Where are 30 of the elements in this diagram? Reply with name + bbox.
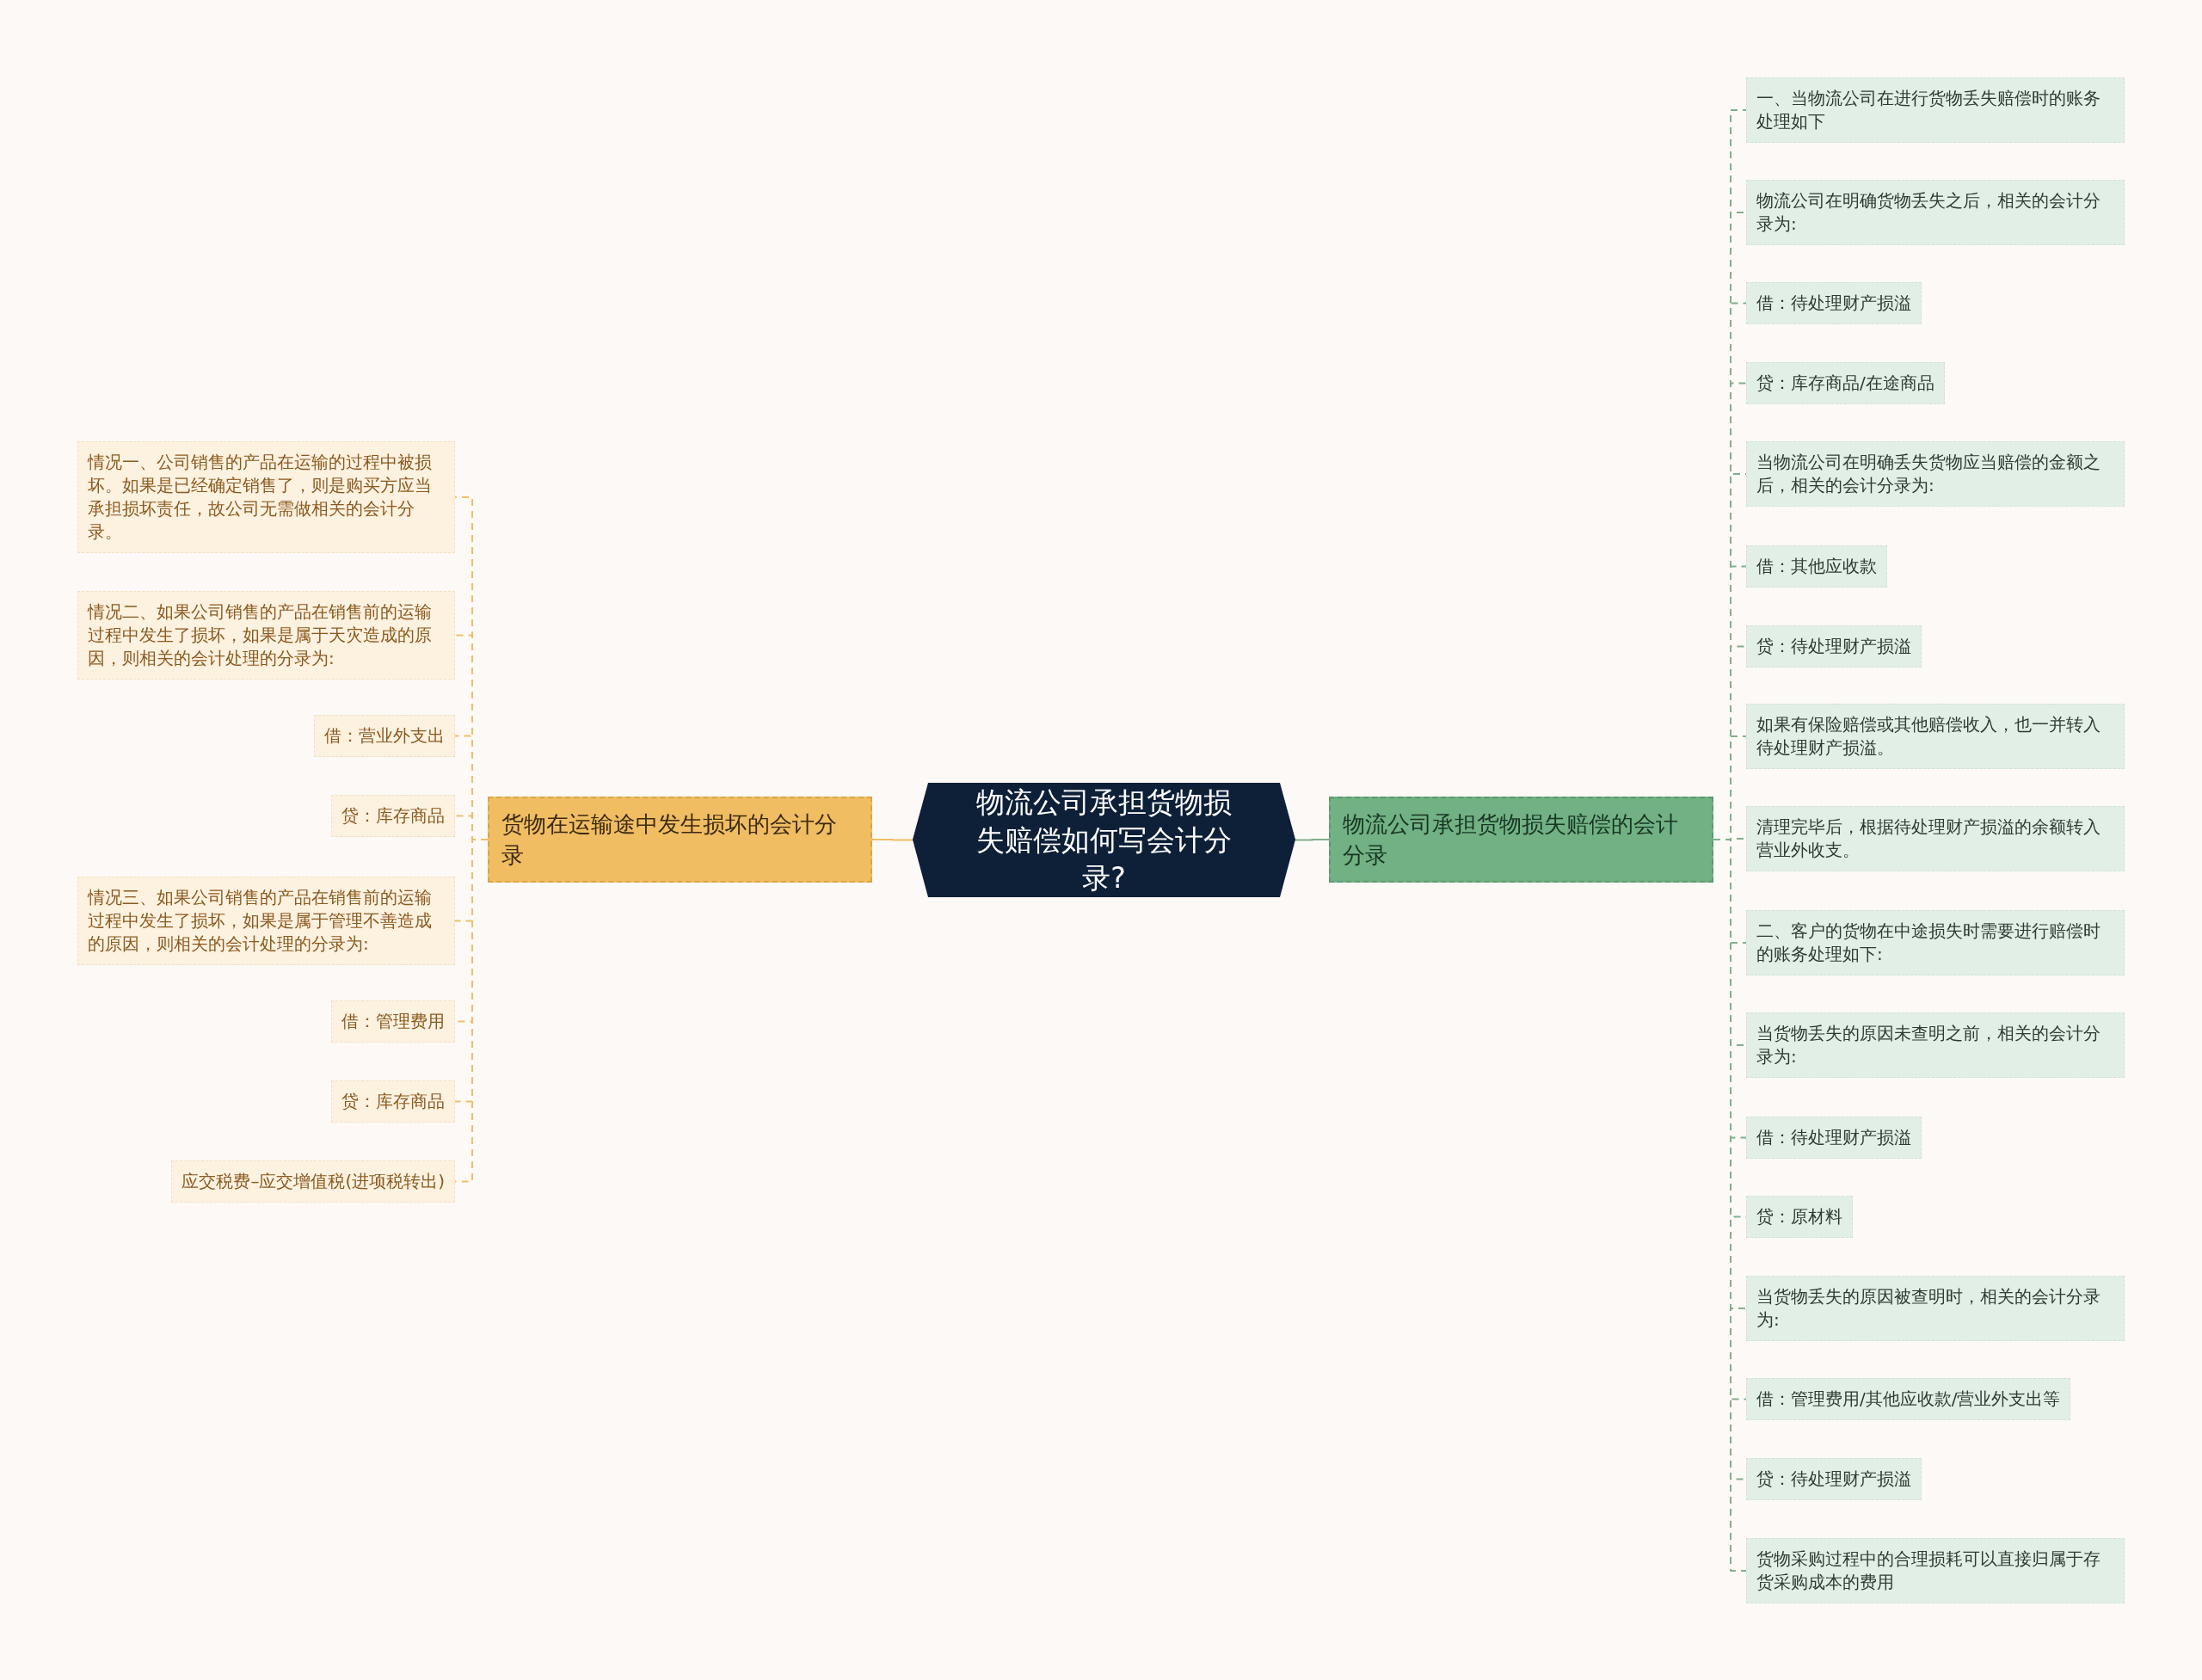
note-box: 物流公司在明确货物丢失之后，相关的会计分录为:	[1746, 180, 2125, 245]
branch-box: 物流公司承担货物损失赔偿的会计分录	[1329, 797, 1713, 883]
note-box: 如果有保险赔偿或其他赔偿收入，也一并转入待处理财产损溢。	[1746, 704, 2125, 769]
note-box: 情况一、公司销售的产品在运输的过程中被损坏。如果是已经确定销售了，则是购买方应当承担损坏责任，故公司无需做相关的会计分录。	[77, 441, 455, 553]
note-box: 借：管理费用	[331, 1000, 455, 1043]
note-box: 一、当物流公司在进行货物丢失赔偿时的账务处理如下	[1746, 77, 2125, 143]
note-box: 应交税费–应交增值税(进项税转出)	[171, 1160, 455, 1203]
note-box: 情况二、如果公司销售的产品在销售前的运输过程中发生了损坏，如果是属于天灾造成的原因，则相关的会计处理的分录为:	[77, 591, 455, 680]
note-box: 清理完毕后，根据待处理财产损溢的余额转入营业外收支。	[1746, 806, 2125, 871]
note-box: 借：待处理财产损溢	[1746, 1117, 1922, 1159]
note-box: 借：待处理财产损溢	[1746, 282, 1922, 324]
connector-line	[871, 839, 913, 841]
note-box: 借：营业外支出	[314, 715, 455, 757]
note-box: 贷：待处理财产损溢	[1746, 1458, 1922, 1500]
note-box: 贷：待处理财产损溢	[1746, 625, 1922, 668]
note-box: 货物采购过程中的合理损耗可以直接归属于存货采购成本的费用	[1746, 1538, 2125, 1603]
note-box: 当货物丢失的原因被查明时，相关的会计分录为:	[1746, 1276, 2125, 1341]
note-box: 借：管理费用/其他应收款/营业外支出等	[1746, 1378, 2071, 1420]
topic-hexagon: 物流公司承担货物损失赔偿如何写会计分录?	[913, 783, 1295, 897]
note-box: 当物流公司在明确丢失货物应当赔偿的金额之后，相关的会计分录为:	[1746, 441, 2125, 507]
note-box: 二、客户的货物在中途损失时需要进行赔偿时的账务处理如下:	[1746, 910, 2125, 975]
note-box: 贷：库存商品/在途商品	[1746, 362, 1945, 404]
connector-line	[1295, 839, 1330, 841]
note-box: 情况三、如果公司销售的产品在销售前的运输过程中发生了损坏，如果是属于管理不善造成的原因，则相关的会计处理的分录为:	[77, 877, 455, 965]
note-box: 贷：库存商品	[331, 795, 455, 837]
note-box: 当货物丢失的原因未查明之前，相关的会计分录为:	[1746, 1012, 2125, 1078]
note-box: 贷：库存商品	[331, 1080, 455, 1123]
note-box: 贷：原材料	[1746, 1196, 1853, 1238]
branch-box: 货物在运输途中发生损坏的会计分录	[488, 797, 872, 883]
note-box: 借：其他应收款	[1746, 545, 1887, 588]
